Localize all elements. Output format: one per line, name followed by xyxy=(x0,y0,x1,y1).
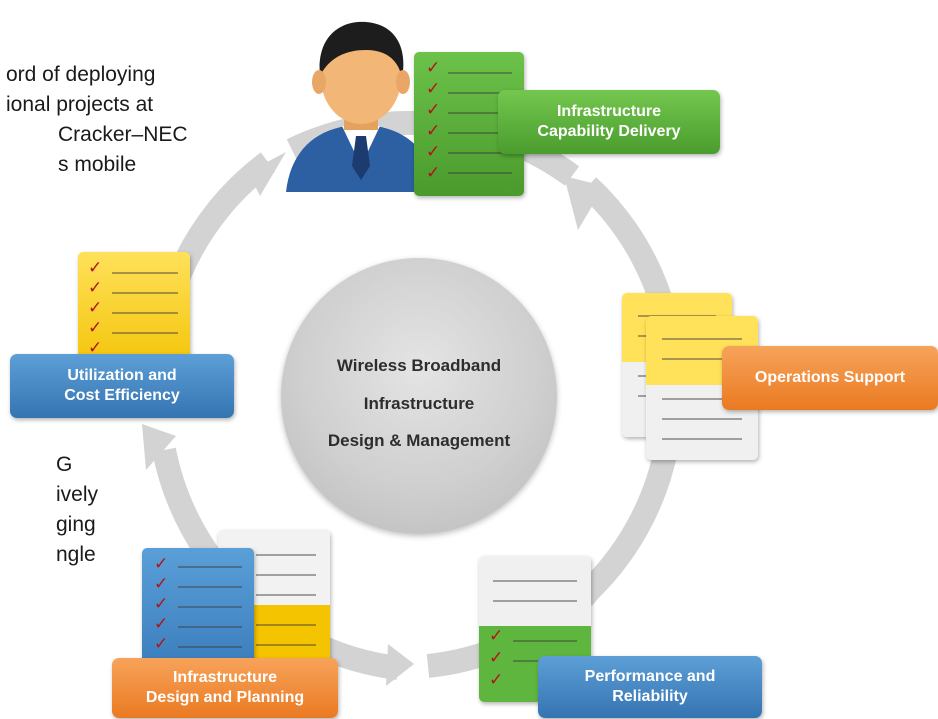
check-mark-icon: ✓ xyxy=(426,121,441,141)
hub-title-line3: Design & Management xyxy=(327,431,511,450)
check-mark-icon: ✓ xyxy=(88,258,103,278)
check-mark-icon: ✓ xyxy=(88,338,103,358)
check-mark-icon: ✓ xyxy=(489,648,504,668)
stage-label-line: Cost Efficiency xyxy=(64,387,180,404)
cycle-arrowhead xyxy=(248,152,286,196)
stage-label-capability-delivery: Infrastructure Capability Delivery xyxy=(498,90,720,154)
hub-title-line2: Infrastructure xyxy=(363,394,475,413)
document-icon xyxy=(646,316,758,460)
check-mark-icon: ✓ xyxy=(426,58,441,78)
background-line: ord of deploying xyxy=(6,63,156,86)
cycle-arrowhead xyxy=(564,176,604,230)
hub-title-line1: Wireless Broadband xyxy=(336,356,502,375)
center-hub xyxy=(281,258,557,534)
background-line: Cracker–NEC xyxy=(58,123,188,146)
check-mark-icon: ✓ xyxy=(154,594,169,614)
check-mark-icon: ✓ xyxy=(88,278,103,298)
stage-label-line: Operations Support xyxy=(754,369,906,386)
cycle-arrowhead xyxy=(582,566,624,606)
stage-label-design-planning: Infrastructure Design and Planning xyxy=(112,658,338,718)
stage-label-performance-reliability: Performance and Reliability xyxy=(538,656,762,718)
cycle-arrowhead xyxy=(386,644,414,686)
background-line: ively xyxy=(56,483,99,506)
check-mark-icon: ✓ xyxy=(154,574,169,594)
stage-label-line: Infrastructure xyxy=(172,669,278,686)
stage-label-utilization-cost: Utilization and Cost Efficiency xyxy=(10,354,234,418)
check-mark-icon: ✓ xyxy=(88,298,103,318)
checklist-document-icon: ✓ ✓ ✓ xyxy=(479,556,591,702)
stage-label-line: Performance and xyxy=(584,668,716,685)
stage-label-line: Infrastructure xyxy=(556,103,662,120)
background-line: ional projects at xyxy=(6,93,154,116)
check-mark-icon: ✓ xyxy=(426,163,441,183)
cycle-arrowhead xyxy=(142,424,176,470)
check-mark-icon: ✓ xyxy=(88,318,103,338)
stage-label-line: Capability Delivery xyxy=(537,123,681,140)
person-avatar-icon xyxy=(286,21,436,192)
background-paragraph-top: ord of deploying ional projects at Crack… xyxy=(6,60,188,180)
check-mark-icon: ✓ xyxy=(426,142,441,162)
stage-label-line: Reliability xyxy=(612,688,688,705)
background-line: ging xyxy=(56,513,96,536)
stage-label-line: Utilization and xyxy=(67,367,177,384)
check-mark-icon: ✓ xyxy=(489,626,504,646)
background-line: ngle xyxy=(56,543,96,566)
check-mark-icon: ✓ xyxy=(154,614,169,634)
check-mark-icon: ✓ xyxy=(154,634,169,654)
check-mark-icon: ✓ xyxy=(489,670,504,690)
stage-label-line: Design and Planning xyxy=(145,689,305,706)
check-mark-icon: ✓ xyxy=(426,100,441,120)
check-mark-icon: ✓ xyxy=(426,79,441,99)
check-mark-icon: ✓ xyxy=(154,554,169,574)
background-line: s mobile xyxy=(58,153,137,176)
background-line: G xyxy=(56,453,73,476)
stage-label-operations-support: Operations Support xyxy=(722,346,938,410)
background-paragraph-bottom: G ively ging ngle xyxy=(6,450,98,570)
